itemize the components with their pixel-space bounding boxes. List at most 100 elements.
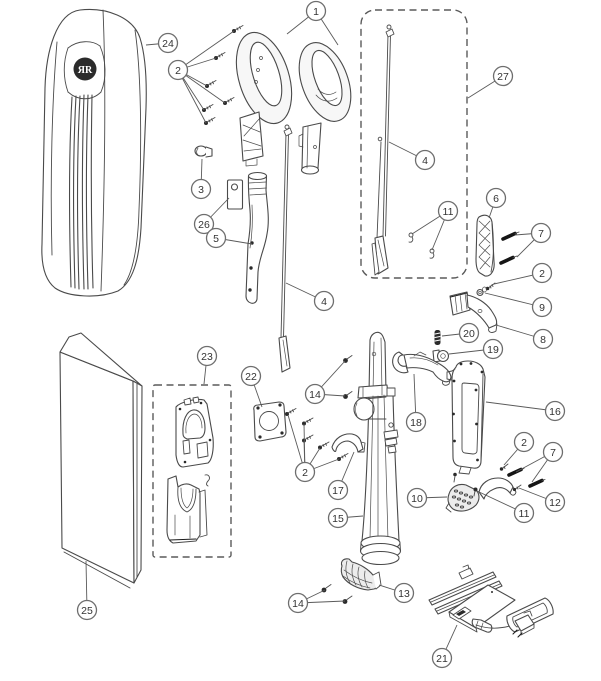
callout-label-1: 1	[313, 6, 319, 18]
part-actuator-rod	[278, 124, 293, 373]
callout-14: 14	[287, 592, 309, 614]
callout-22: 22	[240, 365, 262, 387]
callout-10: 10	[406, 487, 428, 509]
part-spring	[434, 330, 441, 345]
callout-label-15: 15	[332, 513, 344, 525]
callout-2: 2	[531, 262, 553, 284]
callout-label-11: 11	[519, 508, 530, 520]
callout-17: 17	[327, 479, 349, 501]
callout-label-2: 2	[302, 467, 308, 479]
part-lattice-bracket	[475, 214, 495, 277]
part-main-body-tube	[353, 331, 402, 566]
part-wand-rod-assembly	[371, 24, 395, 276]
part-clamp-lever	[392, 351, 452, 386]
part-nut	[476, 286, 487, 297]
callout-27: 27	[492, 65, 514, 87]
part-upper-handle-halves	[235, 31, 352, 175]
callout-15: 15	[327, 507, 349, 529]
callout-4: 4	[313, 290, 335, 312]
part-screws-14-bottom	[321, 584, 353, 604]
leader-line-2	[177, 30, 235, 71]
callout-label-20: 20	[463, 328, 475, 340]
part-cap	[432, 349, 450, 363]
callout-11: 11	[437, 200, 459, 222]
part-base-circuit-assembly	[428, 564, 554, 638]
callout-20: 20	[458, 322, 480, 344]
callout-12: 12	[544, 491, 566, 513]
part-motor-mount-group	[166, 396, 214, 544]
callout-label-9: 9	[539, 302, 545, 314]
callout-7: 7	[530, 222, 552, 244]
callout-label-2: 2	[175, 65, 181, 77]
part-clips-11-upper	[408, 232, 435, 259]
callout-label-22: 22	[245, 371, 257, 383]
part-latch-bracket	[449, 291, 498, 333]
callout-label-7: 7	[550, 447, 556, 459]
callout-label-5: 5	[213, 233, 219, 245]
part-bag-housing-cover: ЯR	[41, 8, 147, 297]
callout-11: 11	[513, 502, 535, 524]
brand-logo-badge	[73, 57, 97, 81]
callout-label-26: 26	[198, 219, 210, 231]
part-swivel-knob	[194, 145, 213, 158]
handle-half-left	[235, 31, 293, 167]
callout-label-13: 13	[398, 588, 410, 600]
callout-label-2: 2	[521, 437, 527, 449]
part-screws-2-middle	[285, 408, 349, 461]
bag-ridges	[69, 94, 94, 290]
dashed-box-2	[152, 384, 232, 558]
dashed-group-boxes	[152, 9, 468, 558]
part-screws-7-upper	[499, 231, 520, 265]
callout-21: 21	[431, 647, 453, 669]
callout-16: 16	[544, 400, 566, 422]
callout-label-16: 16	[549, 406, 561, 418]
brand-logo-text: ЯR	[78, 65, 93, 76]
callout-14: 14	[304, 383, 326, 405]
callout-label-2: 2	[539, 268, 545, 280]
callout-4: 4	[414, 149, 436, 171]
callout-label-12: 12	[549, 497, 561, 509]
callout-label-19: 19	[487, 344, 499, 356]
callout-2: 2	[167, 59, 189, 81]
part-trim-strip	[331, 433, 366, 453]
callout-23: 23	[196, 345, 218, 367]
callout-label-3: 3	[198, 184, 204, 196]
callout-label-6: 6	[493, 193, 499, 205]
callout-5: 5	[205, 227, 227, 249]
dashed-box-1	[360, 9, 468, 279]
part-toothed-rack	[445, 483, 480, 513]
part-latch-arm	[453, 472, 517, 500]
part-screws-2-top	[202, 25, 244, 125]
callout-label-25: 25	[81, 605, 93, 617]
callout-label-4: 4	[422, 155, 428, 167]
callout-label-14: 14	[292, 598, 304, 610]
callout-balloons: 1224326542711672982019181627121110414217…	[76, 0, 566, 669]
callout-label-8: 8	[540, 334, 546, 346]
callout-label-10: 10	[411, 493, 423, 505]
callout-2: 2	[294, 461, 316, 483]
callout-2: 2	[513, 431, 535, 453]
part-bag-panel	[59, 332, 143, 589]
callout-label-27: 27	[497, 71, 509, 83]
callout-8: 8	[532, 328, 554, 350]
callout-label-24: 24	[162, 38, 174, 50]
callout-label-23: 23	[201, 351, 213, 363]
callout-label-11: 11	[443, 206, 454, 218]
handle-half-right	[298, 42, 352, 175]
callout-7: 7	[542, 441, 564, 463]
callout-6: 6	[485, 187, 507, 209]
callout-label-21: 21	[436, 653, 448, 665]
callout-13: 13	[393, 582, 415, 604]
callout-26: 26	[193, 213, 215, 235]
callout-label-14: 14	[309, 389, 321, 401]
callout-9: 9	[531, 296, 553, 318]
callout-3: 3	[190, 178, 212, 200]
callout-25: 25	[76, 599, 98, 621]
part-screw-2-right	[485, 282, 496, 291]
part-wear-plate	[226, 179, 244, 210]
part-lower-handle-tube	[245, 171, 269, 304]
callout-label-18: 18	[410, 417, 422, 429]
callout-label-4: 4	[321, 296, 327, 308]
part-gasket-plate	[253, 401, 287, 442]
